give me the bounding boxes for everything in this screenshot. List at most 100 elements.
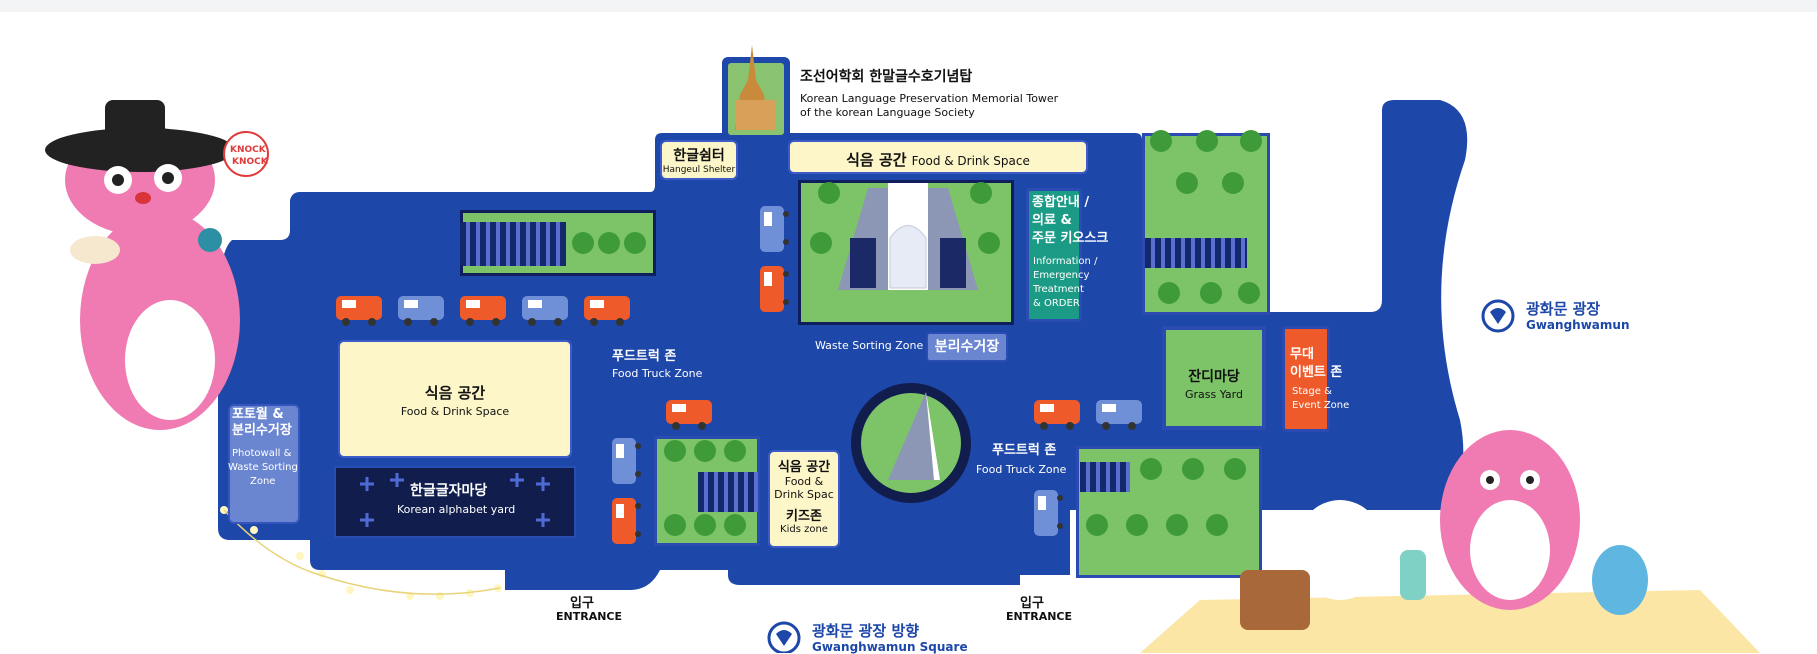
memorial-tower-en2: of the korean Language Society [800, 106, 975, 119]
tree-icon [1126, 514, 1148, 536]
waste-sorting-ko[interactable]: 분리수거장 [926, 332, 1008, 362]
photowall-ko1: 포토월 & [232, 407, 284, 422]
memorial-tower-en1: Korean Language Preservation Memorial To… [800, 92, 1059, 105]
tree-icon [1182, 458, 1204, 480]
tree-icon [978, 232, 1000, 254]
grass-yard[interactable]: 잔디마당 Grass Yard [1162, 326, 1266, 430]
location-pin-icon [1481, 299, 1515, 333]
tree-icon [1224, 458, 1246, 480]
tree-icon [664, 440, 686, 462]
food-drink-small-en2: Drink Spac [774, 488, 834, 501]
entrance-right-en: ENTRANCE [1006, 610, 1072, 623]
grass-yard-ko: 잔디마당 [1188, 369, 1240, 385]
bench-row [460, 222, 566, 266]
picnic-illustration [1140, 430, 1760, 653]
tree-icon [664, 514, 686, 536]
kids-zone-en: Kids zone [780, 524, 828, 535]
food-truck-icon [612, 438, 641, 484]
food-drink-left[interactable]: 식음 공간 Food & Drink Space [338, 340, 572, 458]
gwanghwamun-square-en: Gwanghwamun Square [812, 640, 968, 654]
alphabet-yard-en: Korean alphabet yard [397, 503, 516, 516]
tree-icon [970, 182, 992, 204]
food-truck-row-left [336, 296, 630, 326]
info-kiosk[interactable] [1026, 188, 1082, 322]
tree-icon [1196, 130, 1218, 152]
info-kiosk-en1: Information / [1033, 256, 1098, 267]
center-monument [851, 383, 971, 503]
info-kiosk-ko2: 의료 & [1032, 213, 1072, 228]
food-drink-top-en: Food & Drink Space [911, 154, 1030, 168]
photowall-en2: Waste Sorting [228, 462, 298, 473]
tree-icon [1086, 514, 1108, 536]
entrance-left-ko: 입구 [570, 596, 594, 611]
food-truck-icon [460, 296, 506, 326]
info-kiosk-ko1: 종합안내 / [1032, 195, 1090, 210]
hangeul-shelter-en: Hangeul Shelter [662, 165, 736, 175]
alphabet-yard-pattern [360, 473, 550, 527]
food-drink-top-ko: 식음 공간 [846, 151, 907, 169]
bench-row [1145, 238, 1247, 268]
kids-zone-ko: 키즈존 [786, 509, 822, 524]
entrance-left-en: ENTRANCE [556, 610, 622, 623]
tree-icon [810, 232, 832, 254]
stage-en1: Stage & [1292, 386, 1332, 397]
light-string-wire [223, 509, 501, 595]
food-truck-icon [1096, 400, 1142, 430]
tree-icon [1158, 282, 1180, 304]
food-truck-icon [760, 266, 789, 312]
location-pin-icon [767, 621, 801, 653]
bench-row [1080, 462, 1130, 492]
stage-en2: Event Zone [1292, 400, 1350, 411]
food-truck-icon [1034, 400, 1080, 430]
mascot-illustration: KNOCK KNOCK [45, 100, 269, 430]
grass-yard-en: Grass Yard [1184, 388, 1243, 401]
food-truck-left-ko: 푸드트럭 존 [612, 349, 677, 364]
vertical-truck-column-bottom [612, 438, 641, 544]
tree-icon [694, 514, 716, 536]
food-truck-row-right [1034, 400, 1142, 430]
tree-icon [724, 514, 746, 536]
tree-icon [724, 440, 746, 462]
tree-icon [1140, 458, 1162, 480]
food-truck-icon [612, 498, 641, 544]
food-truck-icon [398, 296, 444, 326]
food-truck-icon [584, 296, 630, 326]
photowall-ko2: 분리수거장 [232, 423, 292, 438]
stage-ko1: 무대 [1290, 347, 1314, 362]
central-building-illustration [838, 183, 978, 290]
info-kiosk-en2: Emergency [1033, 270, 1090, 281]
tree-icon [1238, 282, 1260, 304]
food-drink-top[interactable]: 식음 공간 Food & Drink Space [788, 140, 1088, 174]
bench-row [698, 472, 758, 512]
food-drink-small-en1: Food & [784, 475, 824, 488]
photowall-en3: Zone [250, 476, 276, 487]
speech-knock-2: KNOCK [232, 157, 269, 167]
tree-icon [818, 182, 840, 204]
tree-icon [1200, 282, 1222, 304]
photowall-zone[interactable] [228, 404, 300, 524]
hangeul-shelter[interactable]: 한글쉼터 Hangeul Shelter [660, 140, 738, 180]
tree-icon [598, 232, 620, 254]
food-drink-kids-card[interactable]: 식음 공간 Food & Drink Spac 키즈존 Kids zone [768, 450, 840, 548]
tower-building [736, 100, 776, 130]
korean-alphabet-yard[interactable] [334, 466, 576, 538]
tree-icon [1240, 130, 1262, 152]
food-truck-icon [1034, 490, 1063, 536]
speech-knock-1: KNOCK [230, 145, 267, 155]
tree-icon [1222, 172, 1244, 194]
waste-sorting-en: Waste Sorting Zone [815, 339, 924, 352]
tree-icon [1150, 130, 1172, 152]
stage-event-zone[interactable] [1282, 326, 1330, 432]
gwanghwamun-square-ko: 광화문 광장 방향 [812, 622, 920, 640]
tree-icon [1176, 172, 1198, 194]
food-truck-icon [666, 400, 712, 430]
food-truck-left-en: Food Truck Zone [612, 367, 703, 380]
food-truck-icon [760, 206, 789, 252]
alphabet-yard-ko: 한글글자마당 [410, 483, 488, 499]
top-strip [0, 0, 1817, 12]
tree-icon [624, 232, 646, 254]
food-drink-left-en: Food & Drink Space [400, 405, 510, 418]
gwanghwamun-ko: 광화문 광장 [1526, 300, 1601, 318]
info-kiosk-en3: Treatment [1033, 284, 1084, 295]
food-drink-small-ko: 식음 공간 [777, 460, 831, 475]
